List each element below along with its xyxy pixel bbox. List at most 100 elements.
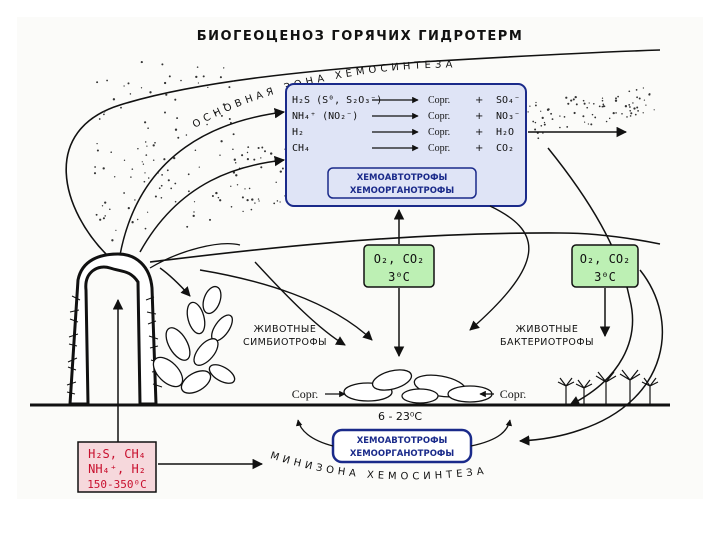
arrow-box-down-left [254, 261, 346, 346]
plume-dot [174, 128, 178, 131]
gas-right-line2: 3⁰C [594, 270, 616, 284]
reaction-product: H₂O [496, 127, 514, 138]
plume-dot [637, 110, 639, 112]
plume-dot [601, 97, 604, 99]
plume-dot [602, 103, 605, 106]
gas-center-line2: 3⁰C [388, 270, 410, 284]
plume-dot [590, 123, 593, 126]
reaction-left: CH₄ [292, 143, 310, 154]
plume-dot [163, 81, 167, 85]
plume-dot [106, 79, 109, 82]
plume-dot [99, 218, 102, 221]
plume-dot [251, 198, 254, 201]
plume-dot [202, 75, 205, 78]
plume-dot [96, 149, 99, 152]
symbiotrophs-line1: ЖИВОТНЫЕ [254, 324, 317, 335]
plume-dot [220, 140, 223, 143]
plume-dot [103, 110, 106, 113]
plume-dot [550, 112, 553, 115]
reaction-right: Сорг. [428, 127, 450, 138]
plume-dot [158, 187, 161, 190]
plume-dot [575, 103, 578, 106]
plume-dot [168, 75, 171, 78]
reaction-product: SO₄⁻ [496, 95, 520, 106]
plume-dot [220, 114, 223, 117]
plume-dot [559, 126, 561, 129]
plume-dot [161, 63, 164, 66]
plume-dot [612, 111, 615, 115]
plume-dot [540, 110, 542, 112]
plume-outline [65, 49, 661, 259]
plume-dot [535, 101, 537, 104]
reaction-plus: + [475, 111, 483, 122]
plume-dot [193, 201, 196, 203]
plume-dot [246, 158, 249, 161]
plume-dot [645, 104, 647, 106]
plume-dot [258, 200, 260, 202]
plume-dot [215, 191, 218, 195]
plume-dot [208, 218, 212, 221]
lower-box-line2: ХЕМООРГАНОТРОФЫ [350, 449, 455, 459]
reaction-left: H₂ [292, 127, 304, 138]
plume-dot [101, 205, 104, 207]
plume-dot [110, 151, 112, 153]
source-line3: 150-350⁰C [87, 478, 147, 491]
plume-dot [219, 154, 221, 156]
plume-dot [563, 116, 566, 118]
plume-dot [143, 180, 146, 183]
plume-dot [636, 106, 639, 109]
plume-dot [264, 150, 266, 153]
plume-dot [131, 168, 134, 170]
plume-dot [130, 176, 132, 178]
plume-dot [542, 132, 544, 134]
plume-dot [601, 99, 604, 102]
corg-left: Сорг. [292, 387, 319, 401]
plume-dot [534, 104, 537, 107]
reaction-plus: + [475, 143, 483, 154]
plume-dot [572, 98, 575, 101]
outer-right-curve [518, 269, 664, 446]
plume-dot [591, 113, 594, 116]
plume-dot [247, 146, 250, 148]
plume-dot [586, 106, 589, 109]
plume-dot [273, 202, 276, 205]
plume-dot [142, 163, 145, 165]
plume-dot [214, 111, 217, 114]
plume-dot [195, 75, 198, 79]
reaction-right: Сорг. [428, 95, 450, 106]
palm-animals [557, 369, 659, 404]
plume-dot [551, 118, 554, 121]
plume-dot [219, 76, 222, 79]
plume-dot [146, 211, 149, 213]
plume-dot [629, 115, 632, 117]
plume-dot [93, 172, 97, 175]
plume-dot [104, 201, 107, 204]
plume-dot [567, 102, 570, 105]
plume-dot [602, 105, 605, 108]
plume-dot [540, 124, 543, 127]
plume-dot [253, 158, 256, 161]
lower-box-line1: ХЕМОАВТОТРОФЫ [357, 436, 448, 446]
plume-dot [632, 102, 634, 104]
plume-dot [198, 166, 200, 168]
plume-dot [242, 210, 244, 213]
plume-dot [635, 89, 638, 91]
bottom-temperature: 6 - 23⁰C [378, 410, 422, 423]
gas-box-center [363, 244, 435, 288]
plume-dot [626, 116, 628, 118]
plume-dot [206, 123, 208, 126]
plume-dot [250, 208, 253, 211]
plume-dot [163, 158, 166, 161]
plume-dot [112, 98, 116, 101]
arrow-to-symbionts [159, 267, 191, 297]
plume-dot [207, 86, 209, 89]
plume-dot [154, 195, 157, 198]
plume-dot [103, 113, 105, 116]
plume-dot [144, 172, 146, 174]
plume-dot [98, 118, 101, 120]
plume-dot [584, 121, 586, 123]
plume-dot [173, 156, 176, 160]
plume-dot [241, 154, 244, 157]
plume-dot [95, 213, 98, 216]
